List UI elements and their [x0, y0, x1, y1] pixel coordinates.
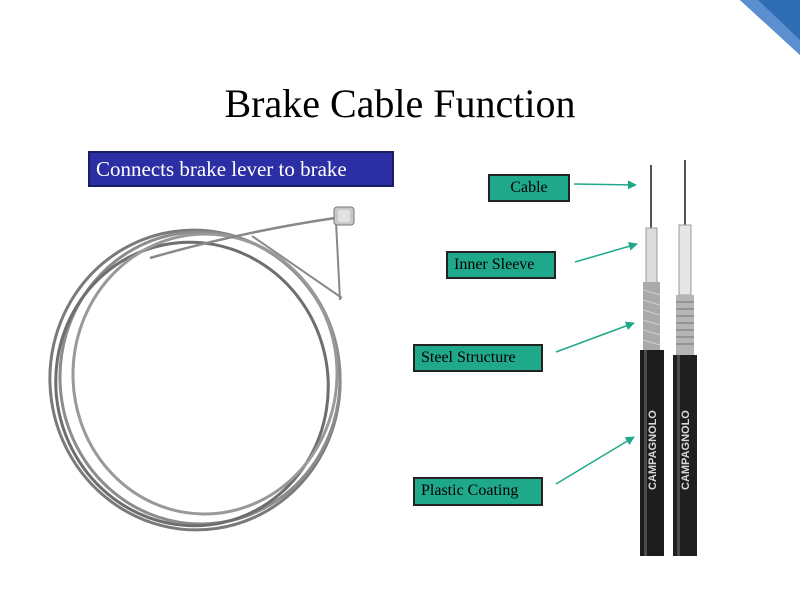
plastic-coating-pointer-arrow — [555, 436, 635, 485]
steel-structure-label: Steel Structure — [413, 344, 543, 372]
brand-text-left: CAMPAGNOLO — [647, 410, 659, 490]
cable-cross-section-image: CAMPAGNOLO CAMPAGNOLO — [640, 160, 697, 556]
plastic-coating-label: Plastic Coating — [413, 477, 543, 506]
cable-pointer-arrow — [573, 180, 637, 190]
corner-accent — [740, 0, 800, 55]
cable-label: Cable — [488, 174, 570, 202]
steel-structure-pointer-arrow — [555, 321, 635, 353]
barrel-end-icon — [333, 206, 355, 226]
inner-sleeve-pointer-arrow — [574, 241, 638, 263]
description-callout: Connects brake lever to brake — [88, 151, 394, 187]
page-title: Brake Cable Function — [224, 81, 576, 126]
brand-text-right: CAMPAGNOLO — [680, 410, 692, 490]
inner-sleeve-label: Inner Sleeve — [446, 251, 556, 279]
coiled-brake-cable-image — [48, 216, 343, 532]
